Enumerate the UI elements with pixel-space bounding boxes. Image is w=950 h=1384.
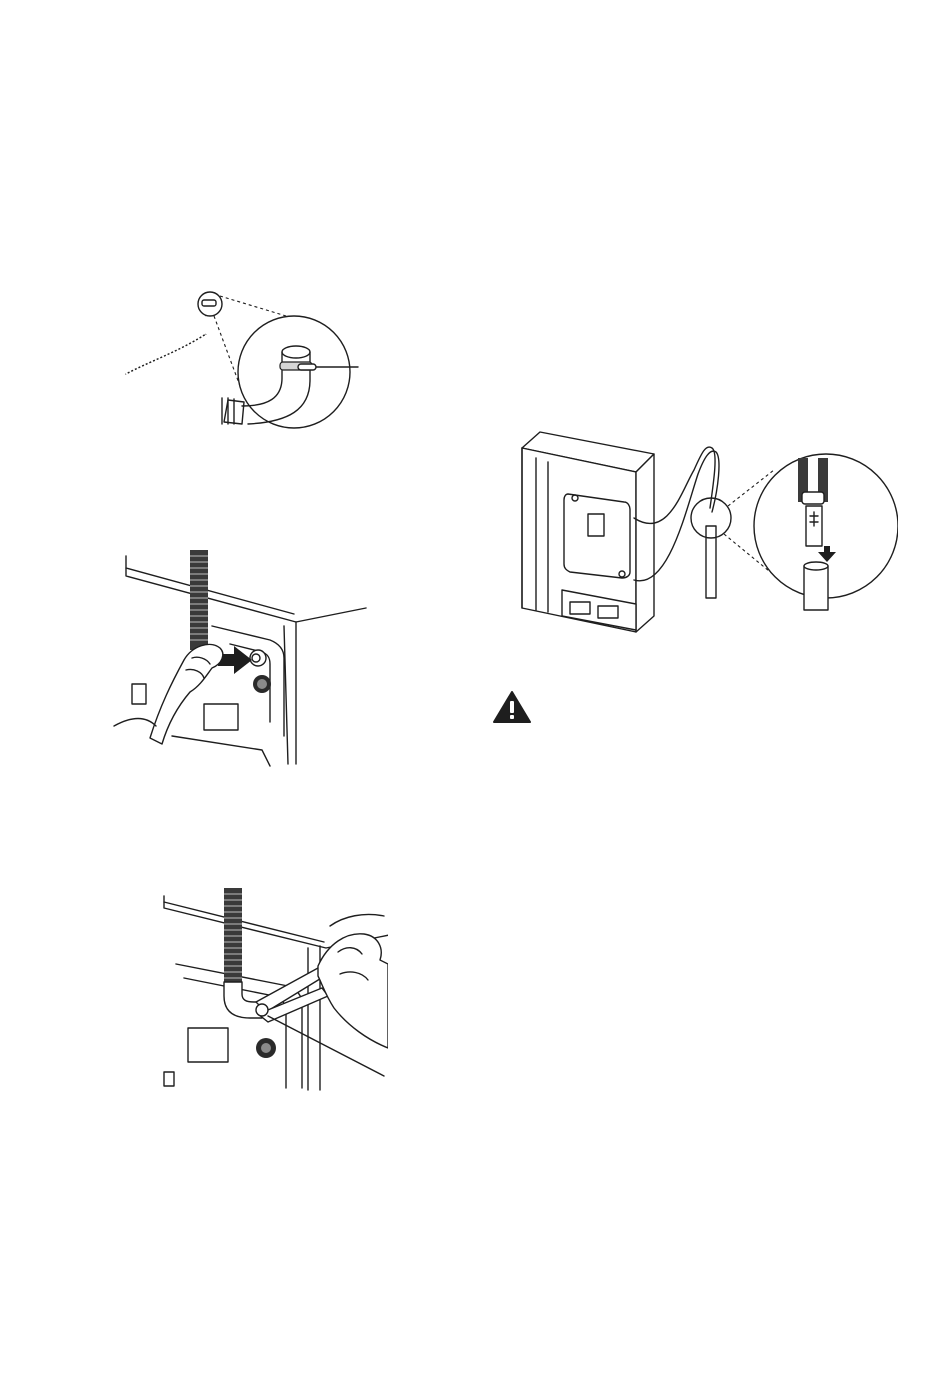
tighten-clamp-with-pliers-illustration — [158, 882, 388, 1092]
standpipe — [706, 526, 716, 598]
washer-cabinet — [522, 432, 654, 632]
drain-hose-standpipe-illustration — [518, 430, 898, 638]
hand — [114, 644, 223, 744]
drain-hose — [190, 550, 208, 650]
warning-triangle-icon — [492, 690, 532, 724]
water-inlet-port — [256, 1038, 276, 1058]
drain-hose — [224, 888, 262, 1018]
water-inlet-port — [253, 675, 271, 693]
magnified-clamp-view — [238, 316, 350, 428]
drain-hose-clamp-illustration — [118, 282, 368, 432]
spring-clamp — [280, 362, 316, 370]
magnified-standpipe-view — [754, 454, 898, 610]
hand — [318, 914, 388, 1048]
push-direction-arrow-icon — [218, 646, 252, 674]
attach-drain-hose-illustration — [112, 546, 368, 768]
corrugated-hose — [126, 316, 209, 374]
drain-port — [250, 650, 266, 666]
